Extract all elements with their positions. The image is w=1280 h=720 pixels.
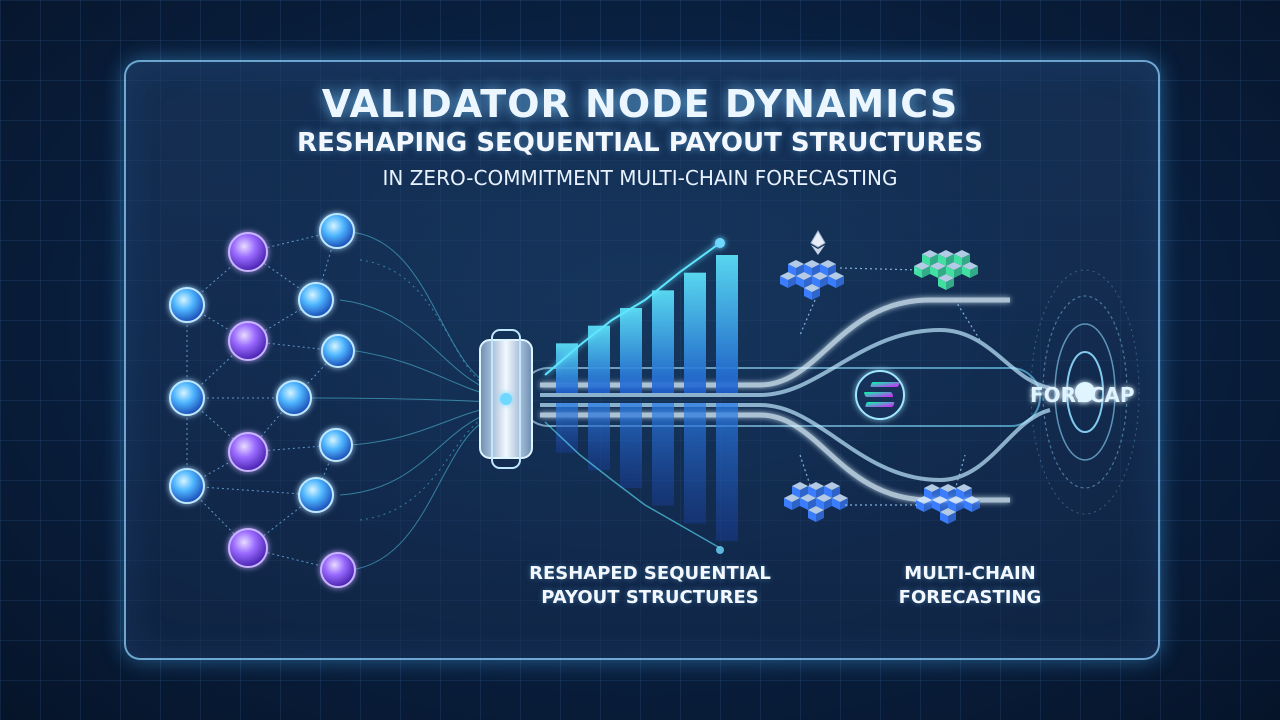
validator-node: [169, 468, 205, 504]
payout-trend-line: [544, 242, 721, 376]
chain-cube: [808, 506, 824, 522]
validator-node: [298, 282, 334, 318]
chain-cube: [780, 272, 796, 288]
chain-cube: [946, 262, 962, 278]
chain-cube: [916, 496, 932, 512]
payout-bar-reflection: [620, 403, 642, 488]
data-stream-lines: [309, 231, 491, 571]
page-subtitle-secondary: IN ZERO-COMMITMENT MULTI-CHAIN FORECASTI…: [382, 166, 898, 190]
multichain-forecasting-label: MULTI-CHAIN FORECASTING: [898, 563, 1042, 608]
trend-endpoint-dot: [715, 238, 725, 248]
payout-bar: [556, 343, 578, 393]
validator-node: [276, 380, 312, 416]
validator-network: [169, 213, 356, 588]
payout-bar-reflection: [652, 403, 674, 506]
forecast-radar-icon: [1030, 269, 1140, 515]
chain-cube: [828, 272, 844, 288]
validator-node: [319, 213, 355, 249]
chain-cube: [940, 508, 956, 524]
payout-bar-reflection: [716, 403, 738, 541]
chain-cube: [964, 496, 980, 512]
validator-node: [298, 477, 334, 513]
chain-cube: [804, 284, 820, 300]
payout-structures-label: RESHAPED SEQUENTIAL PAYOUT STRUCTURES: [529, 563, 771, 608]
chain-cube: [932, 496, 948, 512]
page-subtitle: RESHAPING SEQUENTIAL PAYOUT STRUCTURES: [297, 128, 983, 158]
payout-bar-reflection: [556, 403, 578, 453]
validator-node: [169, 380, 205, 416]
chain-cube: [832, 494, 848, 510]
payout-bars-reflection: [556, 403, 738, 541]
solana-icon: [855, 370, 905, 420]
validator-node: [228, 528, 268, 568]
central-conduit: [479, 297, 1051, 503]
payout-bar: [716, 255, 738, 393]
payout-bars: [556, 255, 738, 393]
payout-bar: [684, 272, 706, 393]
validator-node: [319, 428, 353, 462]
forecast-partial-label: FORECAP: [1030, 383, 1135, 407]
validator-node: [228, 321, 268, 361]
validator-node: [321, 334, 355, 368]
validator-node: [320, 552, 356, 588]
page-title: VALIDATOR NODE DYNAMICS: [321, 82, 959, 126]
validator-node: [169, 287, 205, 323]
chain-links: [799, 267, 981, 506]
validator-node: [228, 432, 268, 472]
payout-bar: [588, 325, 610, 393]
chain-cube: [800, 494, 816, 510]
validator-network-links: [186, 230, 339, 571]
chain-cube: [804, 260, 820, 276]
chain-cube: [938, 274, 954, 290]
chain-cube: [962, 262, 978, 278]
payout-bar-reflection: [684, 403, 706, 524]
chain-cube: [914, 262, 930, 278]
payout-bar-reflection: [588, 403, 610, 471]
chain-cube: [784, 494, 800, 510]
validator-node: [228, 232, 268, 272]
payout-bar: [620, 308, 642, 393]
payout-bar: [652, 290, 674, 393]
ethereum-icon: [810, 230, 826, 255]
chain-cube-clusters: [780, 250, 980, 524]
